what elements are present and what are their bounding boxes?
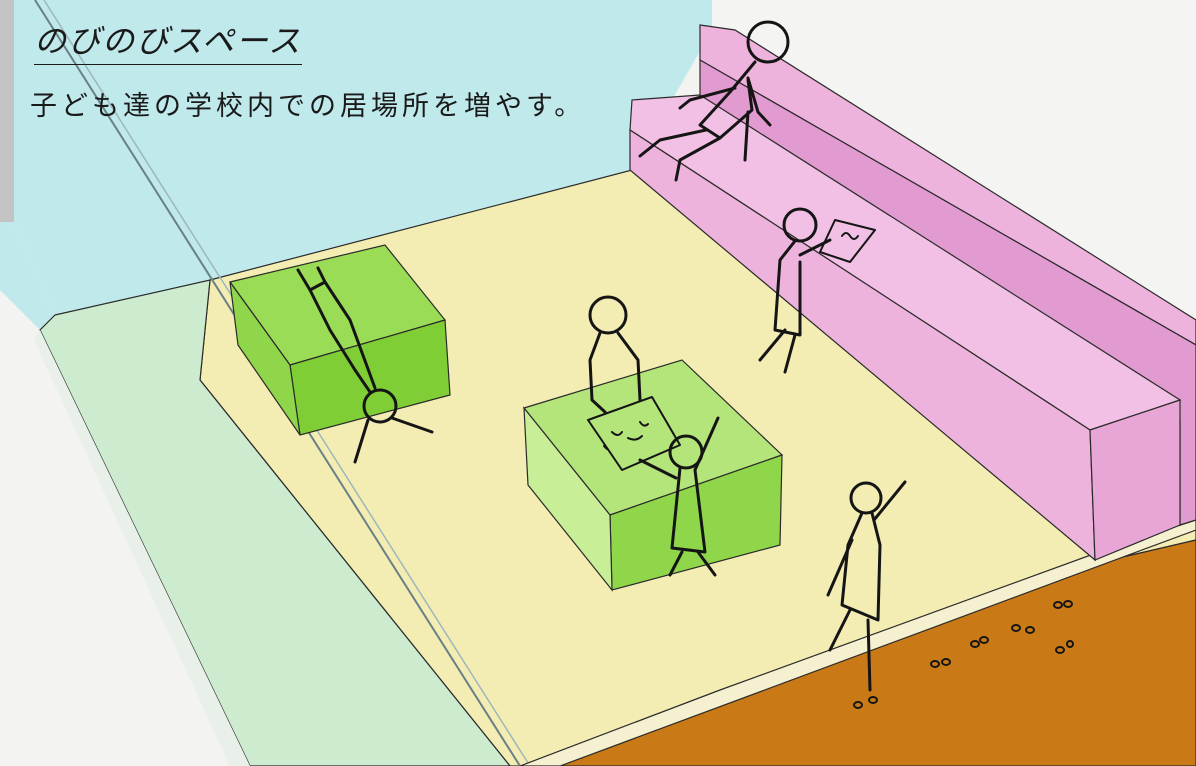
left-wall [14,0,712,315]
page-title: のびのびスペース [34,16,303,65]
figure-drawing-bench [758,207,832,374]
page-subtitle: 子ども達の学校内での居場所を増やす。 [30,91,586,122]
figure-handstand [296,266,434,464]
figure-sitting-bench [638,20,790,182]
figure-running [826,480,907,692]
bench-back [699,24,1196,346]
figure-waving-table [638,416,720,577]
figure-at-table [588,295,642,414]
grey-panel [0,0,14,222]
floor-edge-white [34,330,250,766]
left-wall-lower [0,222,55,330]
